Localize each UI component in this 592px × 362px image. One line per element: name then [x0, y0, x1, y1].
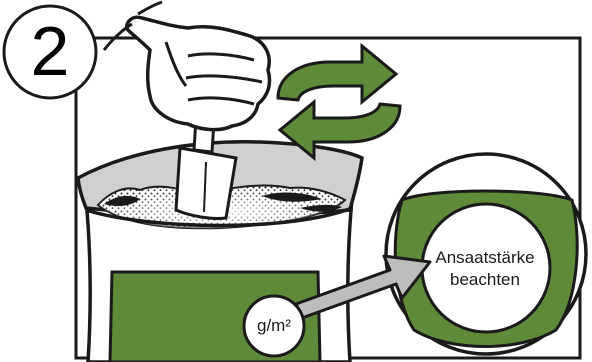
unit-label: g/m² [240, 308, 308, 344]
seeding-rate-line-2: beachten [420, 269, 550, 291]
rotate-arrows-icon [278, 46, 400, 158]
seeding-rate-line-1: Ansaatstärke [420, 247, 550, 269]
seeding-rate-label: Ansaatstärke beachten [420, 247, 550, 291]
step-number: 2 [2, 4, 98, 100]
